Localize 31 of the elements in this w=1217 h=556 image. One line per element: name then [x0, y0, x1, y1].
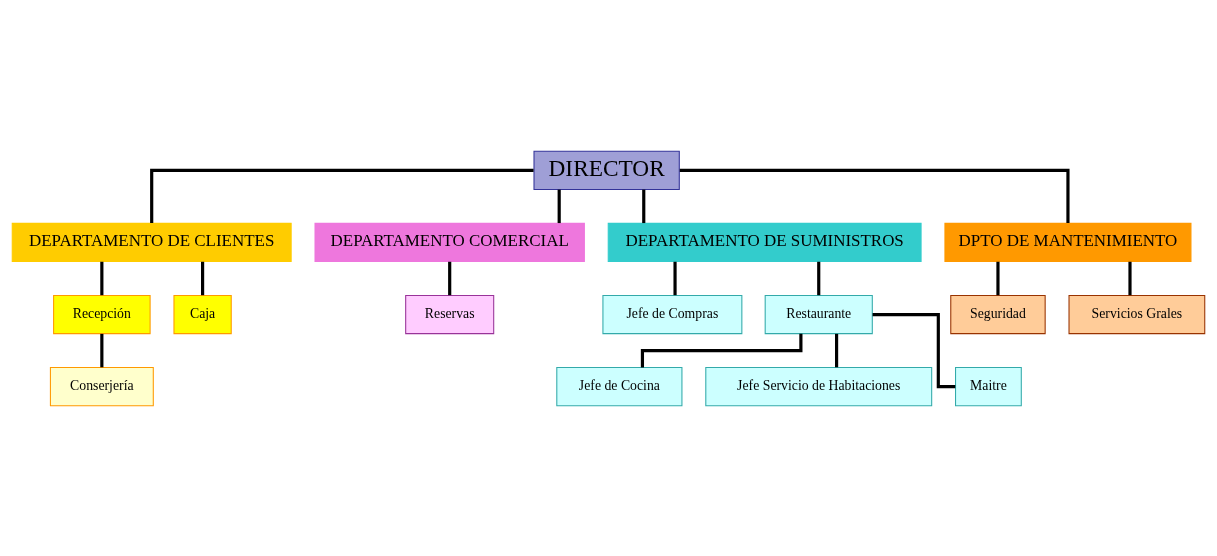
node-box: Jefe de Compras [602, 294, 743, 334]
connector [100, 261, 104, 295]
node-box: DEPARTAMENTO COMERCIAL [314, 222, 585, 262]
connector [673, 261, 677, 295]
node-box: DPTO DE MANTENIMIENTO [944, 222, 1192, 262]
node-box: Jefe Servicio de Habitaciones [705, 366, 933, 406]
node-box: Conserjería [49, 366, 154, 406]
connector [872, 312, 956, 388]
node-box: Caja [173, 294, 232, 334]
connector [679, 168, 1070, 223]
connector [201, 261, 205, 295]
node-box: Maitre [955, 366, 1022, 406]
node-box: DEPARTAMENTO DE CLIENTES [11, 222, 292, 262]
node-box: Seguridad [950, 294, 1046, 334]
connector [835, 333, 839, 367]
node-box: Jefe de Cocina [556, 366, 683, 406]
connector [817, 261, 821, 295]
connector [150, 168, 534, 223]
node-box: Recepción [53, 294, 151, 334]
connector [642, 189, 646, 223]
connector [448, 261, 452, 295]
connector [1128, 261, 1132, 295]
node-box: Reservas [405, 294, 495, 334]
node-box: Servicios Grales [1068, 294, 1206, 334]
connector [640, 333, 803, 367]
node-box: Restaurante [764, 294, 873, 334]
connector [996, 261, 1000, 295]
node-box: DIRECTOR [533, 150, 680, 190]
connector [557, 189, 561, 223]
connector [100, 333, 104, 367]
node-box: DEPARTAMENTO DE SUMINISTROS [607, 222, 922, 262]
